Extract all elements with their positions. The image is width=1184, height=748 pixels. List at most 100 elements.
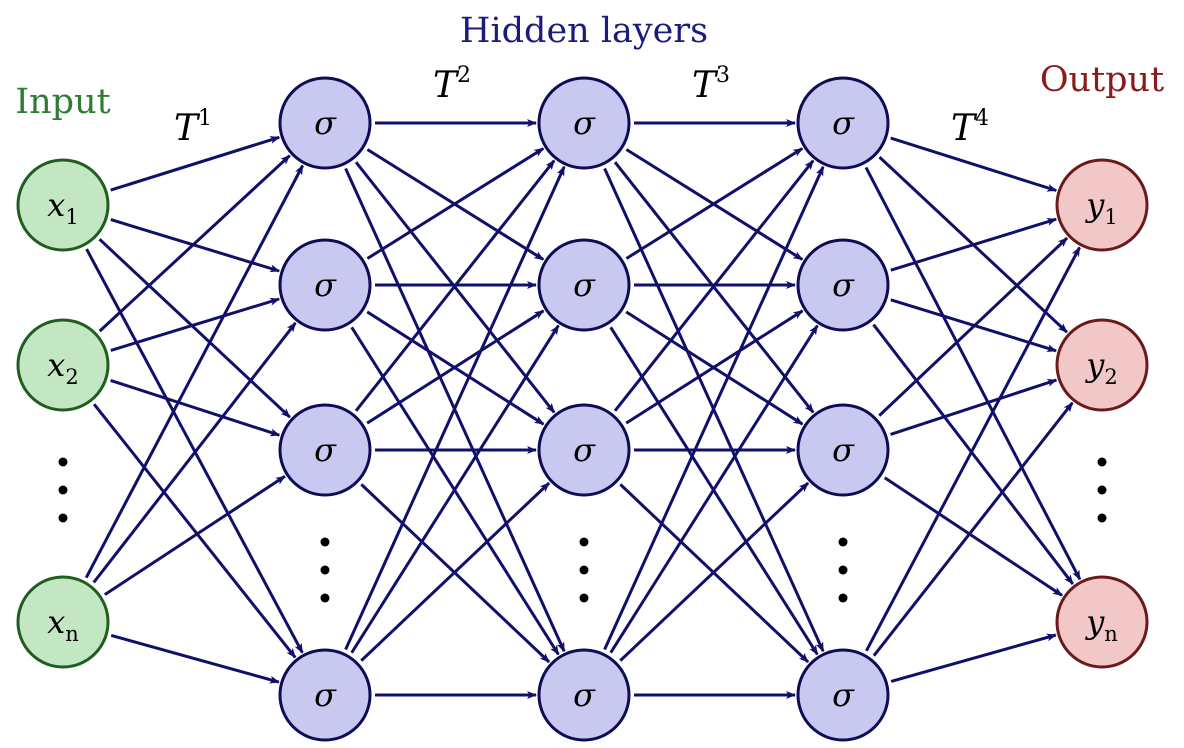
hidden-node-circle <box>537 76 631 170</box>
input-node-subscript: n <box>65 622 79 646</box>
edge-arrow <box>625 309 804 425</box>
input-node-circle <box>16 158 110 252</box>
output-node-label: y2 <box>1084 346 1117 389</box>
hidden-node: σ <box>796 238 890 332</box>
transform-label-t2: T2 <box>433 63 471 106</box>
edge-arrow <box>883 476 1063 597</box>
transform-label-superscript: 4 <box>975 106 989 131</box>
edge-arrow <box>92 321 297 584</box>
hidden-node-label: σ <box>832 676 855 714</box>
output-node: y1 <box>1055 158 1149 252</box>
edge-arrow <box>366 309 545 425</box>
vertical-ellipsis-icon <box>1097 457 1107 523</box>
hidden-node: σ <box>278 648 372 742</box>
hidden-node-circle <box>278 403 372 497</box>
hidden-node: σ <box>796 403 890 497</box>
edge-arrow <box>609 324 819 654</box>
output-node-subscript: n <box>1104 622 1118 646</box>
edge-arrow <box>92 403 297 659</box>
transform-label-superscript: 1 <box>198 106 212 131</box>
hidden-node: σ <box>537 403 631 497</box>
input-node: x2 <box>16 318 110 412</box>
hidden-node-circle <box>537 238 631 332</box>
input-node-subscript: 1 <box>65 205 78 229</box>
hidden-node-label: σ <box>832 431 855 469</box>
edge-arrow <box>864 166 1082 581</box>
edge-arrow <box>625 147 804 260</box>
hidden-node-label: σ <box>573 104 596 142</box>
edge-arrow <box>890 136 1058 192</box>
hidden-node: σ <box>278 238 372 332</box>
edge-arrow <box>98 154 291 333</box>
hidden-node: σ <box>537 648 631 742</box>
hidden-node-circle <box>796 238 890 332</box>
edge-arrow <box>110 633 280 684</box>
edge-arrow <box>865 246 1081 652</box>
transform-label-t3: T3 <box>692 63 730 106</box>
input-node-subscript: 2 <box>65 365 78 389</box>
hidden-node-circle <box>796 76 890 170</box>
edge-arrow <box>354 159 556 412</box>
hidden-node-label: σ <box>573 676 596 714</box>
output-node-circle <box>1055 158 1149 252</box>
output-node-subscript: 2 <box>1104 365 1117 389</box>
output-node: y2 <box>1055 318 1149 412</box>
hidden-node: σ <box>278 403 372 497</box>
hidden-node: σ <box>537 238 631 332</box>
edge-arrow <box>619 481 810 662</box>
hidden-node: σ <box>796 648 890 742</box>
edge-arrow <box>110 218 281 273</box>
hidden-layers-title: Hidden layers <box>460 11 708 51</box>
edge-arrow <box>360 481 551 662</box>
edge-arrow <box>872 323 1074 585</box>
transform-label-t4: T4 <box>951 106 989 149</box>
edge-arrow <box>110 378 281 437</box>
edge-arrow <box>890 217 1058 272</box>
transform-label-superscript: 2 <box>457 63 471 88</box>
hidden-node-circle <box>537 648 631 742</box>
hidden-node: σ <box>278 76 372 170</box>
edge-arrow <box>350 324 560 654</box>
vertical-ellipsis-icon <box>58 457 68 523</box>
output-node-circle <box>1055 575 1149 669</box>
input-node-circle <box>16 575 110 669</box>
input-node: xn <box>16 575 110 669</box>
vertical-ellipsis-icon <box>320 537 330 603</box>
edge-arrow <box>878 236 1069 417</box>
ellipsis-markers <box>58 457 1107 603</box>
input-layer-title: Input <box>15 82 110 122</box>
hidden-node-label: σ <box>832 104 855 142</box>
edge-arrow <box>603 165 825 651</box>
edge-arrow <box>366 147 545 260</box>
output-node-subscript: 1 <box>1104 205 1117 229</box>
hidden-node-label: σ <box>832 266 855 304</box>
hidden-node-label: σ <box>314 431 337 469</box>
edge-arrow <box>103 475 286 596</box>
input-node-circle <box>16 318 110 412</box>
hidden-node: σ <box>796 76 890 170</box>
hidden-node-label: σ <box>314 266 337 304</box>
transform-label-t1: T1 <box>174 106 212 149</box>
edge-arrow <box>613 159 815 412</box>
edge-arrow <box>110 297 281 352</box>
edge-arrow <box>110 135 281 192</box>
edge-arrow <box>890 378 1058 436</box>
output-node: yn <box>1055 575 1149 669</box>
hidden-node-label: σ <box>314 676 337 714</box>
hidden-node-circle <box>537 403 631 497</box>
transform-label-superscript: 3 <box>716 63 730 88</box>
output-node-circle <box>1055 318 1149 412</box>
hidden-node-label: σ <box>573 266 596 304</box>
hidden-node-circle <box>278 648 372 742</box>
hidden-node-circle <box>796 648 890 742</box>
edge-arrow <box>344 165 566 651</box>
vertical-ellipsis-icon <box>579 537 589 603</box>
hidden-node-label: σ <box>573 431 596 469</box>
hidden-node: σ <box>537 76 631 170</box>
hidden-node-label: σ <box>314 104 337 142</box>
edge-arrow <box>84 164 305 579</box>
output-node-label: yn <box>1084 603 1118 646</box>
edge-arrow <box>890 633 1057 683</box>
